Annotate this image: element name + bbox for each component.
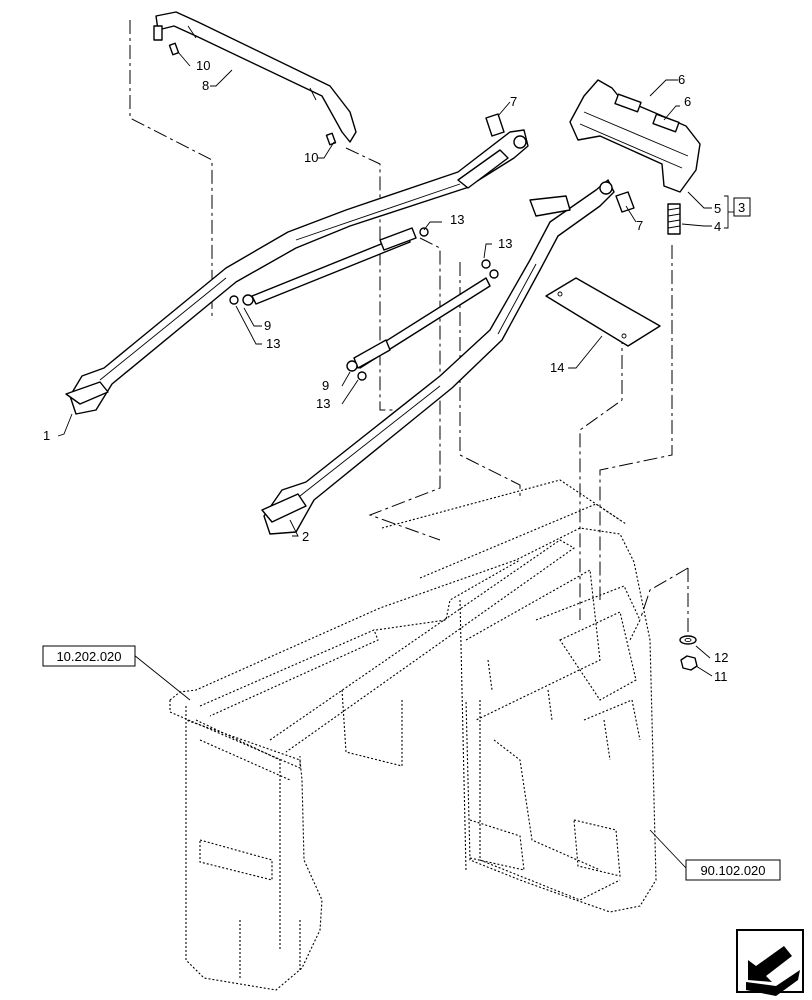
callout-9b: 9: [322, 378, 329, 393]
callout-9a: 9: [264, 318, 271, 333]
plate-part-14: [545, 277, 661, 347]
cab-frame: [169, 479, 657, 991]
callout-6a: 6: [678, 72, 685, 87]
left-arm-part-1: [65, 129, 529, 415]
callout-13d: 13: [316, 396, 330, 411]
callout-10b: 10: [304, 150, 318, 165]
top-crossbar-part-8: [153, 11, 357, 146]
callout-13b: 13: [498, 236, 512, 251]
callout-3: 3: [738, 200, 745, 215]
callout-10a: 10: [196, 58, 210, 73]
callouts: 1 2 3 4 5 6 6 7 7 8 9 9 10 10 11 12 13 1…: [43, 58, 745, 684]
group-bracket: [724, 195, 751, 229]
callout-11: 11: [714, 669, 728, 684]
nut-and-washer: [679, 635, 698, 671]
callout-7b: 7: [636, 218, 643, 233]
callout-13c: 13: [266, 336, 280, 351]
leader-lines: [57, 51, 713, 869]
callout-3-box: [733, 197, 751, 217]
alignment-lines: [129, 20, 689, 640]
hinge-bracket-part-5: [569, 79, 701, 193]
reference-left[interactable]: 10.202.020: [42, 645, 136, 667]
callout-12: 12: [714, 650, 728, 665]
callout-4: 4: [714, 219, 721, 234]
reference-label-left: 10.202.020: [56, 649, 121, 664]
reference-label-right: 90.102.020: [700, 863, 765, 878]
callout-5: 5: [714, 201, 721, 216]
gas-struts: [229, 227, 499, 381]
callout-7a: 7: [510, 94, 517, 109]
callout-1: 1: [43, 428, 50, 443]
spring-part-4: [667, 203, 681, 235]
callout-14: 14: [550, 360, 564, 375]
small-parts: [485, 113, 681, 235]
callout-13a: 13: [450, 212, 464, 227]
callout-6b: 6: [684, 94, 691, 109]
arrow-back-icon[interactable]: [736, 929, 804, 996]
reference-right[interactable]: 90.102.020: [685, 859, 781, 881]
callout-2: 2: [302, 529, 309, 544]
right-arm-part-2: [261, 179, 615, 535]
callout-8: 8: [202, 78, 209, 93]
